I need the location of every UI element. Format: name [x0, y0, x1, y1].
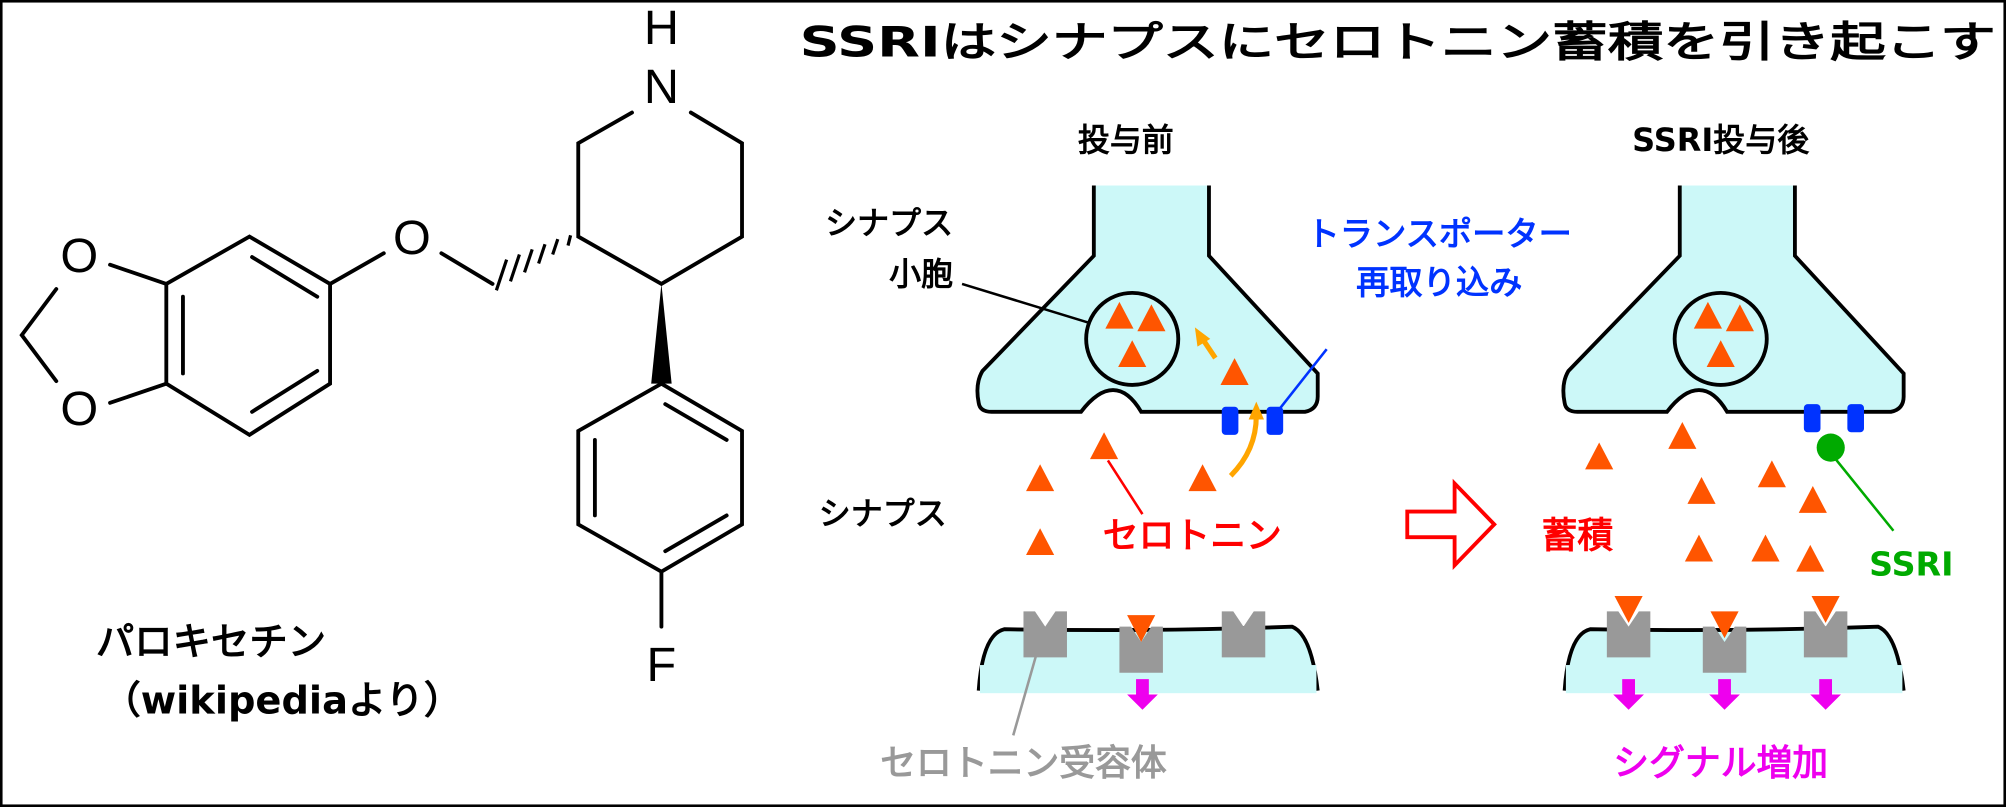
receptor-pointer	[1012, 654, 1038, 736]
serotonin-icon	[1687, 477, 1716, 504]
transition-arrow-icon	[1405, 478, 1497, 571]
serotonin-icon	[1026, 528, 1055, 556]
accumulation-label: 蓄積	[1542, 515, 1614, 556]
transporter-pointer	[1273, 348, 1328, 417]
before-label: 投与前	[1078, 121, 1174, 159]
transporter-left	[1221, 406, 1239, 435]
ssri-molecule-icon	[1816, 433, 1845, 462]
synaptic-vesicle	[1084, 290, 1181, 387]
serotonin-icon	[1757, 460, 1786, 488]
atom-o-lower: O	[60, 382, 98, 436]
fluorophenyl-ring	[576, 381, 744, 629]
ssri-label: SSRI	[1869, 545, 1953, 584]
serotonin-icon	[1684, 534, 1714, 562]
dioxole-bonds	[19, 262, 169, 405]
transporter-label-line1: トランスポーター	[1307, 215, 1572, 254]
benzodioxole-ring	[164, 234, 332, 438]
before-panel: シナプス 小胞 トランスポーター 再取り込み シナプス セロトニン セロトニン受…	[819, 185, 1572, 784]
serotonin-icon	[1751, 534, 1780, 562]
molecule-name: パロキセチン	[96, 620, 326, 665]
atom-n: N	[644, 60, 679, 114]
synaptic-vesicle	[1672, 290, 1769, 387]
diagram-title: SSRIはシナプスにセロトニン蓄積を引き起こす	[800, 17, 1996, 66]
serotonin-icon	[1089, 432, 1119, 460]
transporter-left	[1803, 404, 1821, 433]
atom-f: F	[647, 638, 677, 692]
serotonin-icon	[1668, 422, 1697, 449]
atom-o-upper: O	[60, 229, 98, 283]
vesicle-label-line1: シナプス	[825, 204, 953, 242]
atom-h: H	[644, 1, 679, 55]
transporter-label-line2: 再取り込み	[1356, 263, 1522, 302]
receptor	[1023, 611, 1067, 658]
ssri-pointer	[1833, 457, 1895, 532]
receptor	[1221, 611, 1266, 658]
transporter-right	[1847, 404, 1864, 433]
accumulated-serotonin	[1585, 422, 1827, 572]
after-panel: SSRI シグナル増加	[1561, 185, 1954, 784]
serotonin-icon	[1796, 544, 1825, 572]
vesicle-pointer	[961, 282, 1088, 324]
ether-bonds	[328, 251, 495, 286]
serotonin-icon	[1188, 464, 1217, 492]
hashed-wedge-bond	[494, 234, 573, 291]
receptor-label: セロトニン受容体	[880, 743, 1167, 784]
piperidine-ring	[576, 110, 744, 287]
serotonin-pointer	[1106, 459, 1144, 515]
transporter-right	[1266, 406, 1284, 435]
serotonin-icon	[1585, 442, 1614, 470]
vesicle-label-line2: 小胞	[889, 255, 953, 293]
paroxetine-structure: H N O O O F パロキセチン （wikipediaより）	[19, 1, 744, 724]
reuptake-arrow-icon	[1228, 415, 1259, 478]
atom-o-ether: O	[393, 211, 431, 265]
serotonin-icon	[1026, 464, 1055, 492]
serotonin-icon	[1798, 485, 1827, 513]
signal-label: シグナル増加	[1613, 743, 1828, 784]
synapse-label: シナプス	[819, 494, 947, 532]
after-label: SSRI投与後	[1632, 121, 1810, 159]
serotonin-label: セロトニン	[1103, 515, 1282, 556]
solid-wedge-bond	[651, 283, 672, 384]
molecule-source: （wikipediaより）	[102, 679, 462, 724]
